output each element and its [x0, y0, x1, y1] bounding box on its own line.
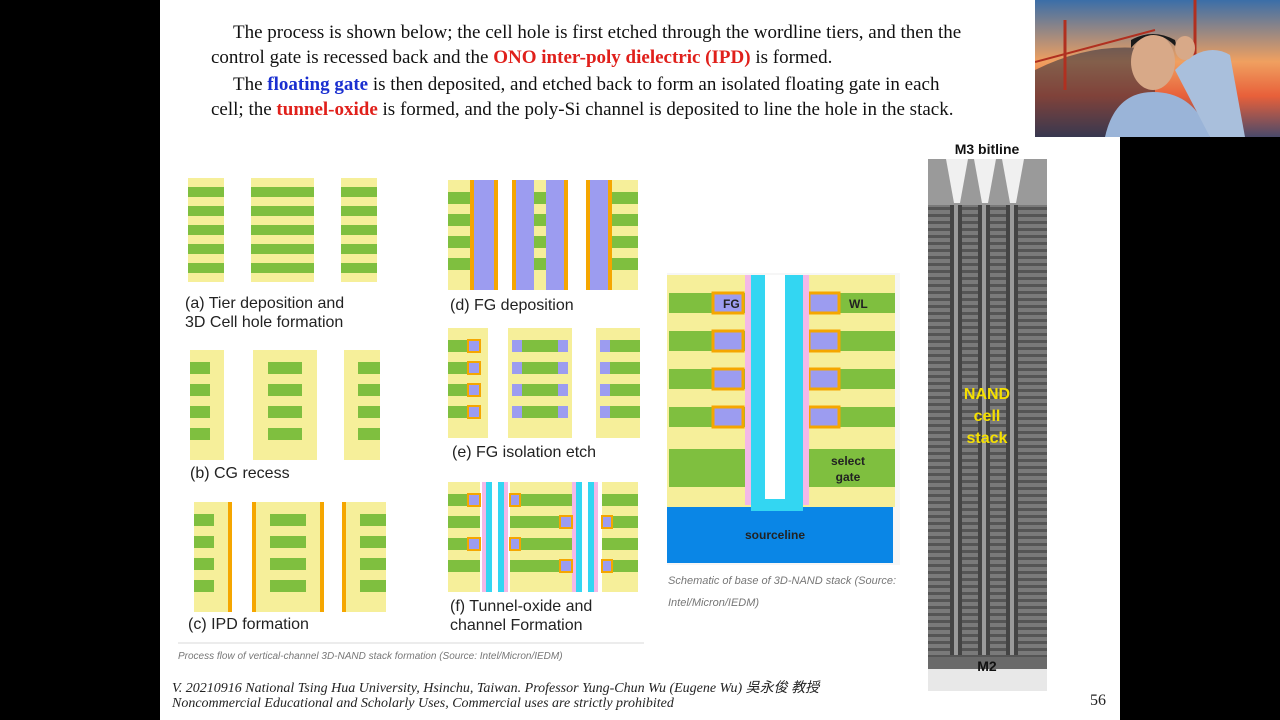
- diagram-f: [448, 482, 638, 592]
- select-gate-label-1: select: [831, 454, 865, 468]
- text-run: cell; the: [211, 99, 277, 120]
- footer-line2: Noncommercial Educational and Scholarly …: [172, 696, 674, 711]
- text-run: is then deposited, and etched back to fo…: [368, 74, 940, 95]
- caption-a-line2: 3D Cell hole formation: [185, 314, 344, 331]
- schematic-3d-nand-base: FG WL select gate sourceline: [667, 273, 900, 565]
- process-flow-diagrams: [178, 178, 644, 644]
- diagram-c: [194, 502, 386, 612]
- diagram-b: [190, 350, 380, 460]
- caption-e: (e) FG isolation etch: [452, 444, 597, 461]
- paragraph-1-line-2: control gate is recessed back and the ON…: [211, 45, 832, 70]
- process-source-caption: Process flow of vertical-channel 3D-NAND…: [178, 651, 563, 662]
- text-run: is formed.: [750, 47, 833, 68]
- caption-c: (c) IPD formation: [188, 616, 309, 633]
- nand-label-3: stack: [967, 430, 1008, 447]
- person-head: [1131, 34, 1175, 90]
- webcam-video-feed[interactable]: [1035, 0, 1280, 137]
- person-shirt: [1105, 92, 1210, 137]
- schematic-caption-line1: Schematic of base of 3D-NAND stack (Sour…: [668, 575, 897, 587]
- m3-bitline-label: M3 bitline: [955, 141, 1020, 157]
- select-gate-label-2: gate: [836, 470, 861, 484]
- caption-f-line2: channel Formation: [450, 617, 583, 634]
- paragraph-1-line-1: The process is shown below; the cell hol…: [233, 20, 961, 45]
- footer-line1: V. 20210916 National Tsing Hua Universit…: [172, 681, 820, 696]
- floating-gate-highlight: floating gate: [267, 74, 369, 95]
- text-run: The process is shown below; the cell hol…: [233, 22, 962, 43]
- sourceline-label: sourceline: [745, 528, 805, 542]
- caption-f-line1: (f) Tunnel-oxide and: [450, 598, 593, 615]
- sem-cross-section-image: M3 bitline NAND cell stack M2: [928, 137, 1047, 691]
- caption-a-line1: (a) Tier deposition and: [185, 295, 345, 312]
- diagram-a: [188, 178, 377, 282]
- nand-label-1: NAND: [964, 386, 1010, 403]
- paragraph-2-line-1: The floating gate is then deposited, and…: [233, 72, 940, 97]
- schematic-caption-line2: Intel/Micron/IEDM): [668, 597, 760, 609]
- text-run: control gate is recessed back and the: [211, 47, 494, 68]
- slide: The process is shown below; the cell hol…: [160, 0, 1120, 720]
- paragraph-2-line-2: cell; the tunnel-oxide is formed, and th…: [211, 97, 953, 122]
- page-number: 56: [1090, 692, 1106, 709]
- fg-label: FG: [723, 297, 740, 311]
- wl-label: WL: [849, 297, 868, 311]
- text-run: is formed, and the poly-Si channel is de…: [377, 99, 954, 120]
- caption-b: (b) CG recess: [190, 465, 290, 482]
- m2-label: M2: [977, 658, 997, 674]
- diagram-d: [448, 180, 638, 290]
- tunnel-oxide-highlight: tunnel-oxide: [276, 99, 378, 120]
- text-run: The: [233, 74, 268, 95]
- schematic-caption: Schematic of base of 3D-NAND stack (Sour…: [668, 570, 896, 614]
- caption-d: (d) FG deposition: [450, 297, 574, 314]
- ipd-highlight: ONO inter-poly dielectric (IPD): [493, 47, 751, 68]
- diagram-e: [448, 328, 640, 438]
- nand-label-2: cell: [974, 408, 1001, 425]
